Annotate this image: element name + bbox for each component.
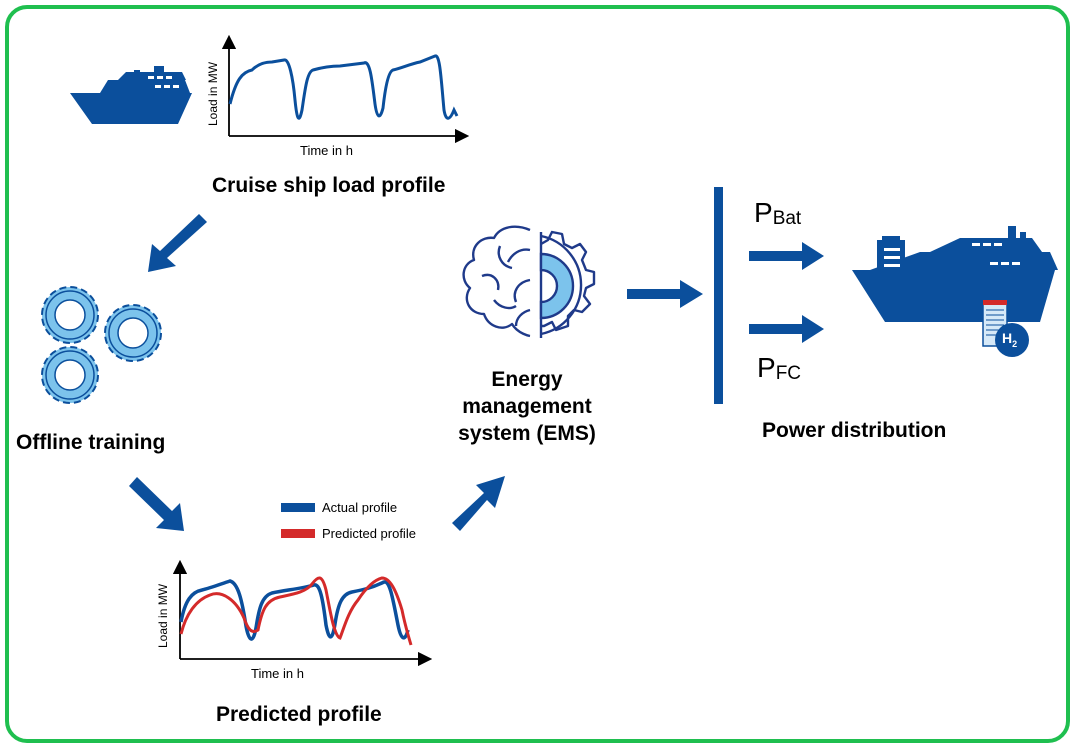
arrow-to-predicted-profile xyxy=(129,477,184,531)
ems-label-line-3: system (EMS) xyxy=(458,422,596,445)
power-bus-bar xyxy=(714,187,723,404)
h2-sub: 2 xyxy=(1012,338,1018,349)
arrow-p-bat xyxy=(749,242,824,270)
arrow-p-fc xyxy=(749,315,824,343)
top-chart-xlabel: Time in h xyxy=(300,143,353,158)
p-bat-main: P xyxy=(754,197,773,228)
cruise-load-profile-label: Cruise ship load profile xyxy=(212,174,446,197)
top-chart-axes xyxy=(221,34,470,144)
bottom-chart-axes xyxy=(172,559,433,667)
ems-gear-highlight xyxy=(539,252,575,320)
top-chart-load-curve xyxy=(228,54,459,120)
gears-icon xyxy=(41,286,162,404)
arrow-ems-to-bus xyxy=(627,280,703,308)
arrow-to-ems xyxy=(452,476,505,531)
bottom-chart-xlabel: Time in h xyxy=(251,666,304,681)
ems-label-line-1: Energy xyxy=(491,368,563,391)
legend-label-predicted: Predicted profile xyxy=(322,526,416,541)
p-bat-label: PBat xyxy=(754,197,801,229)
legend-label-actual: Actual profile xyxy=(322,500,398,515)
ems-brain-gear-icon xyxy=(462,225,596,338)
p-bat-sub: Bat xyxy=(772,208,802,229)
ems-label: Energy management system (EMS) xyxy=(440,366,614,447)
ems-label-line-2: management xyxy=(462,395,592,418)
hybrid-ship-icon xyxy=(852,226,1058,322)
p-fc-main: P xyxy=(757,352,776,383)
bottom-chart-predicted-curve xyxy=(179,576,413,646)
h2-badge xyxy=(995,323,1029,357)
diagram-frame xyxy=(5,5,1070,743)
bottom-chart-actual-curve xyxy=(179,579,410,641)
legend-swatch-actual xyxy=(281,503,315,512)
bottom-chart-ylabel: Load in MW xyxy=(156,583,170,648)
top-chart-ylabel: Load in MW xyxy=(206,61,220,126)
offline-training-label: Offline training xyxy=(16,431,166,454)
h2-label: H2 xyxy=(1002,330,1017,349)
legend-swatch-predicted xyxy=(281,529,315,538)
power-distribution-label: Power distribution xyxy=(762,419,947,442)
predicted-profile-label: Predicted profile xyxy=(216,703,382,726)
h2-main: H xyxy=(1002,330,1013,346)
p-fc-label: PFC xyxy=(757,352,801,384)
arrow-to-offline-training xyxy=(148,214,207,272)
cruise-ship-icon xyxy=(70,66,192,124)
p-fc-sub: FC xyxy=(775,363,802,384)
